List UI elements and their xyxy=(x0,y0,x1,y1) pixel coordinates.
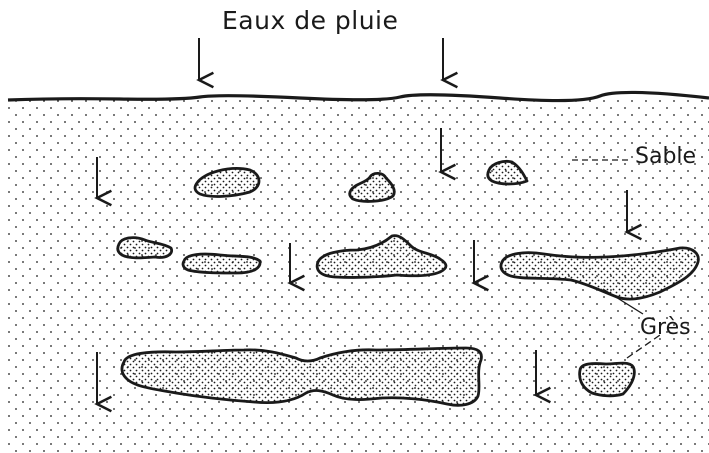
sandstone-label: Grès xyxy=(640,315,691,340)
sandstone-lens xyxy=(580,363,635,396)
sandstone-lens xyxy=(183,254,260,273)
diagram-title: Eaux de pluie xyxy=(222,6,398,35)
sand-label: Sable xyxy=(635,144,696,169)
